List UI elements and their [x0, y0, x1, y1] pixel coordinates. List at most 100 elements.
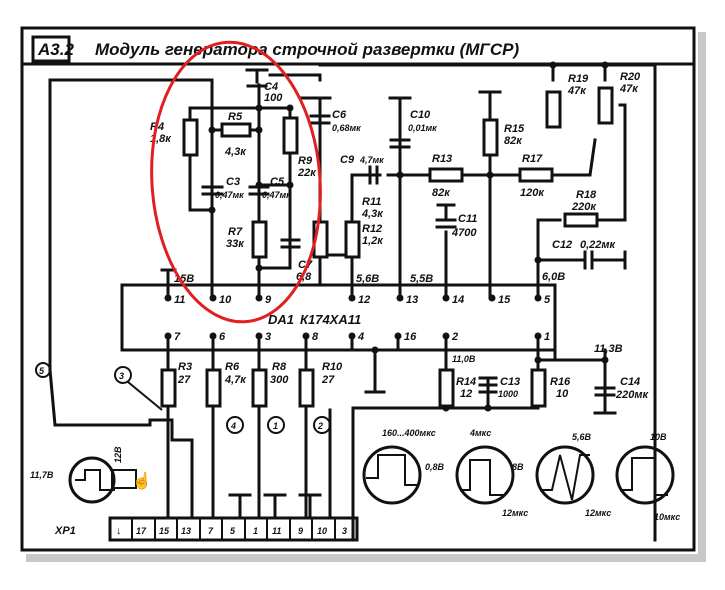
- wave-time-2: 12мкс: [585, 508, 611, 518]
- marker-5: 5: [39, 366, 45, 376]
- c10-value: 0,01мк: [408, 123, 437, 133]
- pin-label: 15: [498, 294, 511, 306]
- c12-value: 0,22мк: [580, 239, 617, 251]
- r8-label: R8: [272, 361, 287, 373]
- top-wiring: [48, 61, 657, 542]
- r10-value: 27: [321, 374, 335, 386]
- c4-value: 100: [264, 92, 283, 104]
- pin-label: 10: [219, 294, 232, 306]
- r12-label: R12: [362, 223, 382, 235]
- connector-pin: 15: [159, 526, 170, 536]
- connector-pin: 11: [272, 526, 281, 536]
- r3-value: 27: [177, 374, 191, 386]
- connector-pin: ↓: [116, 525, 122, 537]
- ic-da1: DA1 К174ХА11 11 10 9 12 13 14 15 5 7 6 3…: [120, 283, 557, 352]
- r12-value: 1,2к: [362, 235, 384, 247]
- wave-amp-4: 10В: [650, 432, 667, 442]
- r19-label: R19: [568, 73, 589, 85]
- connector-pin: 3: [342, 526, 347, 536]
- title-code: А3.2: [37, 40, 74, 59]
- wave-amp-1: 0,8В: [425, 462, 445, 472]
- r15-value: 82к: [504, 135, 523, 147]
- c5-label: C5: [270, 176, 285, 188]
- r14-label: R14: [456, 376, 476, 388]
- waveforms: 160...400мкс 4мкс 12мкс 12мкс 10мкс 0,8В…: [362, 428, 680, 522]
- voltage-11-0v: 11,0В: [452, 354, 476, 364]
- pin-label: 9: [265, 294, 272, 306]
- c6-label: C6: [332, 109, 347, 121]
- waveform-plug: 11,7В 12В ☝: [30, 446, 152, 504]
- resistors-bottom: [160, 368, 616, 408]
- connector-pin: 5: [230, 526, 236, 536]
- marker-3: 3: [119, 371, 124, 381]
- c11-value: 4700: [451, 227, 477, 239]
- r13-value: 82к: [432, 187, 451, 199]
- pin-label: 14: [452, 294, 464, 306]
- r7-value: 33к: [226, 238, 245, 250]
- r7-label: R7: [228, 226, 243, 238]
- marker-1: 1: [273, 421, 278, 431]
- r6-value: 4,7к: [224, 374, 247, 386]
- c13-value: 1000: [498, 389, 518, 399]
- capacitors-top: [201, 114, 594, 270]
- r17-label: R17: [522, 153, 543, 165]
- pin-label: 12: [358, 294, 370, 306]
- c4-label: C4: [264, 81, 278, 93]
- wave-period-1: 160...400мкс: [382, 428, 436, 438]
- title-text: Модуль генератора строчной развертки (МГ…: [95, 40, 519, 59]
- wave-period-2: 4мкс: [469, 428, 491, 438]
- c14-label: C14: [620, 376, 640, 388]
- voltage-12v: 12В: [113, 446, 123, 463]
- r13-label: R13: [432, 153, 452, 165]
- r10-label: R10: [322, 361, 343, 373]
- r20-value: 47к: [619, 83, 639, 95]
- pin-label: 1: [544, 331, 550, 343]
- pin-label: 11: [174, 294, 185, 306]
- c5-value: 0,47мк: [262, 190, 291, 200]
- resistors-top: [182, 86, 614, 259]
- pin-label: 5: [544, 294, 551, 306]
- wave-time-3: 10мкс: [654, 512, 680, 522]
- connector-xp1: ↓ 17 15 13 7 5 1 11 9 10 3 XP1: [54, 516, 359, 542]
- connector-label: XP1: [54, 525, 76, 537]
- wave-time-1: 12мкс: [502, 508, 528, 518]
- connector-pin: 10: [317, 526, 327, 536]
- voltage-11-7v: 11,7В: [30, 470, 54, 480]
- pin-label: 8: [312, 331, 319, 343]
- voltage-11-3v: 11,3В: [594, 343, 623, 355]
- outer-frame: [20, 26, 696, 552]
- r14-value: 12: [460, 388, 472, 400]
- c9-label: C9: [340, 154, 355, 166]
- r18-label: R18: [576, 189, 597, 201]
- r16-label: R16: [550, 376, 571, 388]
- c11-label: C11: [458, 213, 477, 225]
- pin-label: 6: [219, 331, 226, 343]
- r11-value: 4,3к: [361, 208, 384, 220]
- r11-label: R11: [362, 196, 381, 208]
- voltage-6-0v: 6,0В: [542, 271, 565, 283]
- c14-value: 220мк: [615, 389, 649, 401]
- c3-value: 0,47мк: [215, 190, 244, 200]
- page-sheet: [18, 24, 698, 554]
- r17-value: 120к: [520, 187, 545, 199]
- title-code-box: [31, 35, 71, 63]
- pin-label: 16: [404, 331, 417, 343]
- marker-4: 4: [230, 421, 236, 431]
- voltage-5-6v: 5,6В: [356, 273, 379, 285]
- r20-label: R20: [620, 71, 641, 83]
- pin-label: 13: [406, 294, 418, 306]
- c12-label: C12: [552, 239, 572, 251]
- c6-value: 0,68мк: [332, 123, 361, 133]
- pin-label: 7: [174, 331, 181, 343]
- component-labels-top: R4 1,8к R5 4,3к C4 100 R9 22к C3 0,47мк …: [150, 71, 641, 285]
- pin-label: 3: [265, 331, 271, 343]
- c10-label: C10: [410, 109, 431, 121]
- r19-value: 47к: [567, 85, 587, 97]
- connector-pin: 9: [298, 526, 303, 536]
- c9-value: 4,7мк: [359, 155, 384, 165]
- highlight-ellipse: [150, 40, 322, 324]
- pin-label: 2: [451, 331, 458, 343]
- c3-label: C3: [226, 176, 240, 188]
- c13-label: C13: [500, 376, 520, 388]
